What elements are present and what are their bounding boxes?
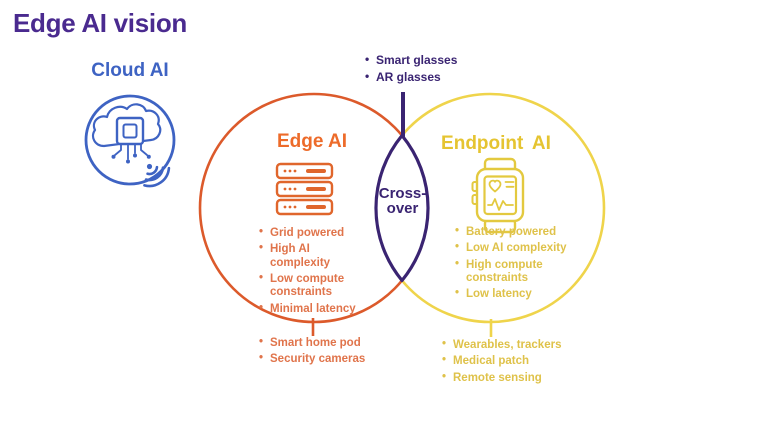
crossover-label-line1: Cross- xyxy=(378,185,427,202)
list-item: Low latency xyxy=(455,287,567,301)
list-item: Battery powered xyxy=(455,225,567,239)
list-item: High AI complexity xyxy=(259,242,367,270)
wifi-signal-icon xyxy=(143,163,171,188)
cloud-ai-label: Cloud AI xyxy=(91,60,169,81)
list-item: Wearables, trackers xyxy=(442,338,582,352)
edge-ai-title: Edge AI xyxy=(276,131,348,152)
crossover-lens xyxy=(374,133,430,283)
list-item: Minimal latency xyxy=(259,302,367,316)
list-item: Grid powered xyxy=(259,226,367,240)
list-item: Low AI complexity xyxy=(455,241,567,255)
list-item: High compute constraints xyxy=(455,258,567,286)
smartwatch-icon xyxy=(471,157,525,234)
endpoint-ai-bullet-list: Battery powered Low AI complexity High c… xyxy=(455,225,567,305)
edge-ai-bullet-list: Grid powered High AI complexity Low comp… xyxy=(259,226,367,319)
list-item: Remote sensing xyxy=(442,371,582,385)
list-item: Security cameras xyxy=(259,352,389,366)
list-item: AR glasses xyxy=(365,70,475,85)
list-item: Low compute constraints xyxy=(259,272,367,300)
page-title: Edge AI vision xyxy=(13,8,187,38)
server-rack-icon xyxy=(275,162,334,216)
endpoint-ai-title: Endpoint AI xyxy=(441,133,551,154)
endpoint-ai-callout-list: Wearables, trackers Medical patch Remote… xyxy=(442,338,582,388)
crossover-label-line2: over xyxy=(386,200,419,217)
crossover-callout-list: Smart glasses AR glasses xyxy=(365,53,475,88)
crossover-label: Cross- over xyxy=(362,186,443,216)
list-item: Smart home pod xyxy=(259,336,389,350)
list-item: Medical patch xyxy=(442,354,582,368)
cloud-chip-icon xyxy=(84,94,176,186)
list-item: Smart glasses xyxy=(365,53,475,68)
edge-ai-callout-list: Smart home pod Security cameras xyxy=(259,336,389,370)
